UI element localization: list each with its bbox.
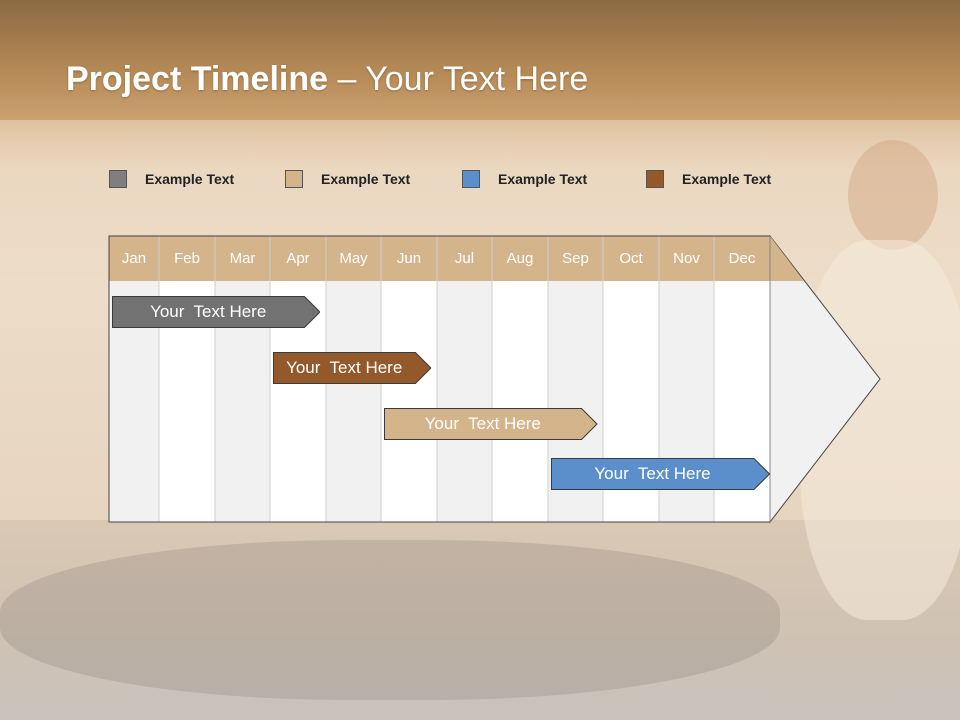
legend-swatch <box>285 170 303 188</box>
month-header-cell <box>326 236 381 281</box>
month-header-cell <box>159 236 215 281</box>
task-arrow-shape <box>551 458 770 490</box>
task-arrow-fill <box>112 296 321 328</box>
month-label: Aug <box>506 250 534 267</box>
task-arrow-shape <box>384 408 598 440</box>
month-label: Jan <box>121 250 147 267</box>
month-header-cell <box>270 236 326 281</box>
month-header-cell <box>548 236 603 281</box>
task-arrow-fill <box>551 458 770 490</box>
month-column <box>437 281 492 522</box>
background-floor <box>0 520 960 720</box>
task-arrow-shape <box>112 296 321 328</box>
month-header-cell <box>109 236 159 281</box>
legend-item: Example Text <box>109 170 234 188</box>
task-arrow-shape <box>273 352 432 384</box>
legend-swatch <box>462 170 480 188</box>
month-label: Feb <box>174 250 200 267</box>
task-bar: Your Text Here <box>273 352 432 384</box>
month-header-cell <box>381 236 437 281</box>
month-label: Apr <box>286 250 310 267</box>
legend-item: Example Text <box>462 170 587 188</box>
legend-item: Example Text <box>646 170 771 188</box>
timeline-header-tip <box>770 236 804 281</box>
legend-label: Example Text <box>682 171 772 187</box>
legend-label: Example Text <box>145 171 235 187</box>
task-arrow-fill <box>384 408 598 440</box>
task-label: Your Text Here <box>424 414 541 433</box>
task-label: Your Text Here <box>594 464 711 483</box>
month-column <box>492 281 548 522</box>
task-label: Your Text Here <box>286 358 403 377</box>
legend-swatch <box>109 170 127 188</box>
month-label: Jun <box>396 250 422 267</box>
background-person-head <box>848 140 938 250</box>
month-label: Mar <box>229 250 256 267</box>
page-title: Project Timeline – Your Text Here <box>66 60 589 98</box>
month-header-cell <box>215 236 270 281</box>
month-label: May <box>339 250 368 267</box>
background-reclining-person <box>0 540 780 700</box>
month-header-cell <box>437 236 492 281</box>
month-header-cell <box>492 236 548 281</box>
legend-label: Example Text <box>321 171 411 187</box>
timeline-border <box>108 235 770 523</box>
legend-item: Example Text <box>285 170 410 188</box>
month-label: Jul <box>454 250 475 267</box>
task-bar: Your Text Here <box>112 296 321 328</box>
legend-swatch <box>646 170 664 188</box>
month-label: Oct <box>619 250 643 267</box>
legend-label: Example Text <box>498 171 588 187</box>
month-header-cell <box>603 236 659 281</box>
month-column <box>381 281 437 522</box>
month-label: Dec <box>728 250 756 267</box>
month-header-cell <box>659 236 714 281</box>
task-arrow-fill <box>273 352 432 384</box>
month-label: Nov <box>673 250 700 267</box>
task-label: Your Text Here <box>150 302 267 321</box>
month-label: Sep <box>562 250 589 267</box>
task-bar: Your Text Here <box>551 458 770 490</box>
month-header-cell <box>714 236 770 281</box>
task-bar: Your Text Here <box>384 408 598 440</box>
month-column <box>326 281 381 522</box>
